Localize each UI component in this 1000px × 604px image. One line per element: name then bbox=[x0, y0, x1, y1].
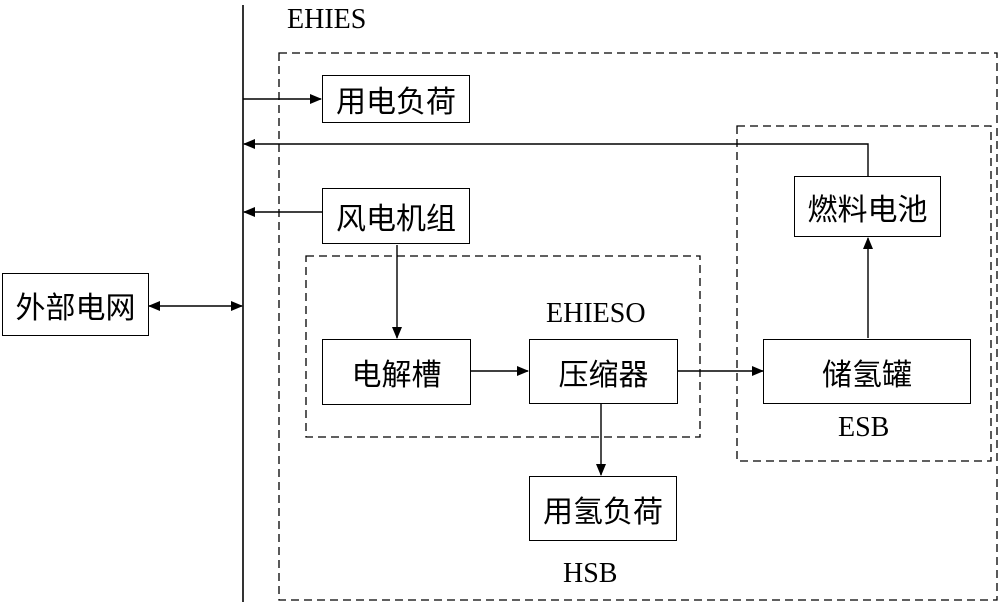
fuel-cell-node: 燃料电池 bbox=[794, 176, 941, 237]
external-grid-node: 外部电网 bbox=[2, 273, 149, 336]
hydrogen-load-node: 用氢负荷 bbox=[529, 476, 677, 541]
esb-region bbox=[736, 125, 992, 462]
electric-load-node: 用电负荷 bbox=[322, 75, 470, 123]
ehies-region bbox=[278, 52, 998, 601]
esb-label: ESB bbox=[838, 412, 890, 443]
fuel-cell-to-bus-arrow bbox=[243, 139, 869, 176]
hydrogen-tank-node: 储氢罐 bbox=[763, 339, 971, 404]
wind-turbine-node: 风电机组 bbox=[322, 188, 470, 244]
ehies-label: EHIES bbox=[287, 4, 367, 35]
hsb-label: HSB bbox=[563, 558, 618, 589]
ehieso-region bbox=[305, 255, 701, 438]
electrolyzer-node: 电解槽 bbox=[322, 339, 471, 405]
compressor-node: 压缩器 bbox=[529, 339, 678, 404]
ehieso-label: EHIESO bbox=[546, 298, 646, 329]
